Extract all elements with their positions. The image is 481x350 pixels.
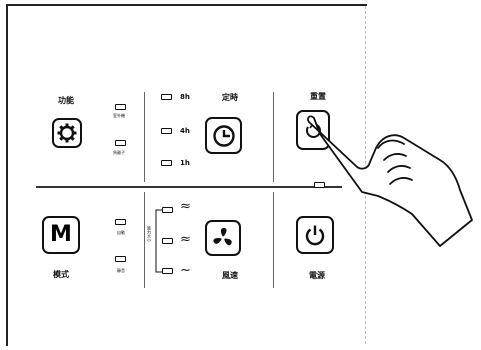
function-label: 功能 bbox=[58, 96, 74, 105]
timer-4h-label: 4h bbox=[180, 127, 190, 135]
silent-led bbox=[115, 256, 126, 262]
silent-label: 靜音 bbox=[117, 268, 125, 273]
divider-right-top bbox=[273, 92, 274, 182]
outdoor-unit-led bbox=[115, 104, 126, 110]
auto-led bbox=[115, 219, 126, 225]
timer-1h-led bbox=[161, 160, 172, 166]
divider-right-bottom bbox=[273, 192, 274, 288]
mode-label: 模式 bbox=[53, 270, 69, 279]
panel-divider-horizontal bbox=[36, 186, 342, 188]
clock-icon bbox=[212, 124, 236, 148]
timer-label: 定時 bbox=[222, 93, 238, 102]
fan-strength-label: 風力大小 bbox=[147, 226, 152, 242]
fan-speed-button[interactable] bbox=[205, 220, 241, 256]
fan-level-mid-led bbox=[162, 238, 173, 244]
function-button[interactable] bbox=[52, 118, 82, 148]
reset-indicator-led bbox=[314, 182, 325, 188]
fan-icon bbox=[211, 226, 235, 250]
timer-button[interactable] bbox=[205, 117, 242, 154]
auto-label: 自動 bbox=[117, 230, 125, 235]
control-panel bbox=[6, 4, 367, 346]
power-icon bbox=[303, 223, 327, 247]
fan-level-low-led bbox=[162, 268, 173, 274]
m-icon: M bbox=[50, 222, 72, 247]
fan-level-mid-icon: ≈ bbox=[180, 232, 191, 247]
power-button[interactable] bbox=[296, 216, 334, 254]
fan-level-high-icon: ≈ bbox=[180, 199, 191, 214]
outdoor-unit-label: 室外機 bbox=[113, 113, 125, 118]
fan-level-bracket bbox=[155, 209, 162, 273]
timer-8h-label: 8h bbox=[180, 93, 190, 101]
fan-level-high-led bbox=[162, 207, 173, 213]
reset-label: 重置 bbox=[310, 92, 326, 101]
timer-1h-label: 1h bbox=[180, 159, 190, 167]
divider-left-bottom bbox=[144, 192, 145, 288]
timer-4h-led bbox=[161, 128, 172, 134]
fan-speed-label: 風速 bbox=[222, 271, 238, 280]
mode-button[interactable]: M bbox=[42, 216, 80, 254]
divider-left-top bbox=[144, 92, 145, 182]
power-label: 電源 bbox=[309, 271, 325, 280]
fan-level-low-icon: ~ bbox=[180, 263, 191, 278]
pointing-hand bbox=[307, 115, 473, 247]
timer-8h-led bbox=[161, 94, 172, 100]
gear-icon bbox=[57, 123, 77, 143]
anion-led bbox=[115, 140, 126, 146]
anion-label: 負離子 bbox=[113, 150, 125, 155]
